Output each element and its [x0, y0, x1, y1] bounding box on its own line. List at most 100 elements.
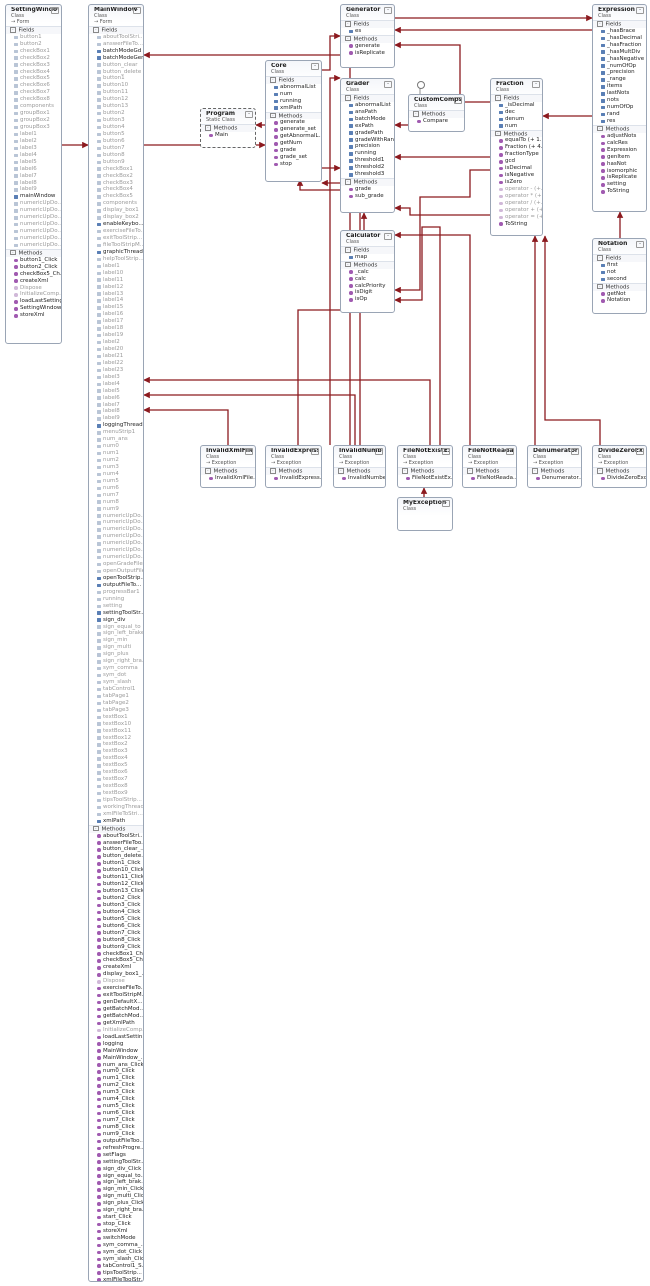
collapse-icon[interactable]: ⌃	[311, 448, 319, 455]
method-item[interactable]: isReplicate	[341, 50, 394, 57]
field-item[interactable]: button4	[89, 124, 143, 131]
method-item[interactable]: button_clear_...	[89, 846, 143, 853]
method-item[interactable]: _calc	[341, 269, 394, 276]
method-item[interactable]: InvalidXmlFile...	[201, 475, 255, 482]
class-my-exception[interactable]: MyException Class ⌃	[397, 497, 453, 531]
method-item[interactable]: calc	[341, 276, 394, 283]
field-item[interactable]: label9	[6, 186, 61, 193]
field-item[interactable]: checkBox2	[6, 55, 61, 62]
fields-header[interactable]: –Fields	[6, 26, 61, 34]
fields-header[interactable]: –Fields	[593, 20, 646, 28]
methods-header[interactable]: –Methods	[341, 260, 394, 269]
method-item[interactable]: isOp	[341, 296, 394, 303]
field-item[interactable]: tabPage1	[89, 693, 143, 700]
field-item[interactable]: sym_slash	[89, 679, 143, 686]
field-item[interactable]: num9	[89, 506, 143, 513]
method-item[interactable]: xmlFileToolStr...	[89, 1277, 143, 1281]
field-item[interactable]: button5	[89, 131, 143, 138]
field-item[interactable]: sym_dot	[89, 672, 143, 679]
method-item[interactable]: button_delete...	[89, 853, 143, 860]
methods-header[interactable]: –Methods	[6, 248, 61, 257]
class-invalid-xml-file[interactable]: InvalidXmlFile... Class → Exception ⌃ –M…	[200, 445, 256, 488]
field-item[interactable]: setting	[89, 603, 143, 610]
field-item[interactable]: openOutputFile	[89, 568, 143, 575]
field-item[interactable]: button13	[89, 103, 143, 110]
method-item[interactable]: grade_set	[266, 154, 321, 161]
field-item[interactable]: numOfOp	[593, 104, 646, 111]
method-item[interactable]: tipsToolStrip...	[89, 1270, 143, 1277]
field-item[interactable]: label7	[89, 402, 143, 409]
collapse-icon[interactable]: ⌃	[636, 7, 644, 14]
methods-header[interactable]: –Methods	[593, 124, 646, 133]
field-item[interactable]: label7	[6, 173, 61, 180]
field-item[interactable]: mainWindow	[6, 193, 61, 200]
field-item[interactable]: numericUpDo...	[6, 228, 61, 235]
field-item[interactable]: textBox9	[89, 790, 143, 797]
field-item[interactable]: outputFileTo...	[89, 582, 143, 589]
field-item[interactable]: _numOfOp	[593, 63, 646, 70]
field-item[interactable]: exitToolStrip...	[89, 235, 143, 242]
method-item[interactable]: Expression	[593, 147, 646, 154]
method-item[interactable]: isZero	[491, 179, 542, 186]
method-item[interactable]: storeXml	[89, 1228, 143, 1235]
field-item[interactable]: num	[266, 91, 321, 98]
field-item[interactable]: enableKeybo...	[89, 221, 143, 228]
field-item[interactable]: groupBox1	[6, 110, 61, 117]
field-item[interactable]: aboutToolStri...	[89, 34, 143, 41]
collapse-icon[interactable]: ⌃	[311, 63, 319, 70]
field-item[interactable]: nots	[593, 97, 646, 104]
method-item[interactable]: getBatchMod...	[89, 1006, 143, 1013]
field-item[interactable]: second	[593, 276, 646, 283]
field-item[interactable]: label23	[89, 367, 143, 374]
field-item[interactable]: lastNots	[593, 90, 646, 97]
field-item[interactable]: batchMode	[341, 116, 394, 123]
method-item[interactable]: sign_div_Click	[89, 1166, 143, 1173]
field-item[interactable]: label6	[89, 395, 143, 402]
field-item[interactable]: textBox8	[89, 783, 143, 790]
field-item[interactable]: sign_plus	[89, 651, 143, 658]
field-item[interactable]: _range	[593, 76, 646, 83]
method-item[interactable]: setting	[593, 181, 646, 188]
field-item[interactable]: num	[491, 123, 542, 130]
field-item[interactable]: tabControl1	[89, 686, 143, 693]
field-item[interactable]: textBox5	[89, 762, 143, 769]
field-item[interactable]: fileToolStripM...	[89, 242, 143, 249]
method-item[interactable]: generate_set	[266, 126, 321, 133]
field-item[interactable]: checkBox1	[89, 166, 143, 173]
method-item[interactable]: storeXml	[6, 312, 61, 319]
method-item[interactable]: button8_Click	[89, 937, 143, 944]
method-item[interactable]: button5_Click	[89, 916, 143, 923]
field-item[interactable]: button7	[89, 145, 143, 152]
class-setting-window[interactable]: SettingWindow Class → Form ⌃ –Fields but…	[5, 4, 62, 344]
method-item[interactable]: DivideZeroExc...	[593, 475, 646, 482]
class-file-not-exist[interactable]: FileNotExistEx... Class → Exception ⌃ –M…	[397, 445, 453, 488]
collapse-icon[interactable]: ⌃	[636, 241, 644, 248]
class-invalid-expression[interactable]: InvalidExpressi... Class → Exception ⌃ –…	[265, 445, 322, 488]
method-item[interactable]: isReplicate	[593, 174, 646, 181]
field-item[interactable]: checkBox5	[6, 75, 61, 82]
field-item[interactable]: xmlFileToStri...	[89, 811, 143, 818]
field-item[interactable]: button2	[6, 41, 61, 48]
method-item[interactable]: num0_Click	[89, 1068, 143, 1075]
field-item[interactable]: not	[593, 269, 646, 276]
field-item[interactable]: _hasFraction	[593, 42, 646, 49]
field-item[interactable]: label20	[89, 346, 143, 353]
field-item[interactable]: components	[89, 200, 143, 207]
field-item[interactable]: res	[593, 118, 646, 125]
field-item[interactable]: abnormalList	[341, 102, 394, 109]
field-item[interactable]: num7	[89, 492, 143, 499]
method-item[interactable]: button12_Click	[89, 881, 143, 888]
method-item[interactable]: Fraction (+ 4...	[491, 144, 542, 151]
field-item[interactable]: num1	[89, 450, 143, 457]
method-item[interactable]: FileNotExistEx...	[398, 475, 452, 482]
field-item[interactable]: label18	[89, 325, 143, 332]
methods-header[interactable]: –Methods	[463, 467, 516, 475]
method-item[interactable]: getAbnormalL...	[266, 133, 321, 140]
method-item[interactable]: num_ans_Click	[89, 1062, 143, 1069]
method-item[interactable]: MainWindow	[89, 1048, 143, 1055]
method-item[interactable]: FileNotReada...	[463, 475, 516, 482]
field-item[interactable]: textBox11	[89, 728, 143, 735]
method-item[interactable]: outputFileToo...	[89, 1138, 143, 1145]
method-item[interactable]: exitToolStripM...	[89, 992, 143, 999]
